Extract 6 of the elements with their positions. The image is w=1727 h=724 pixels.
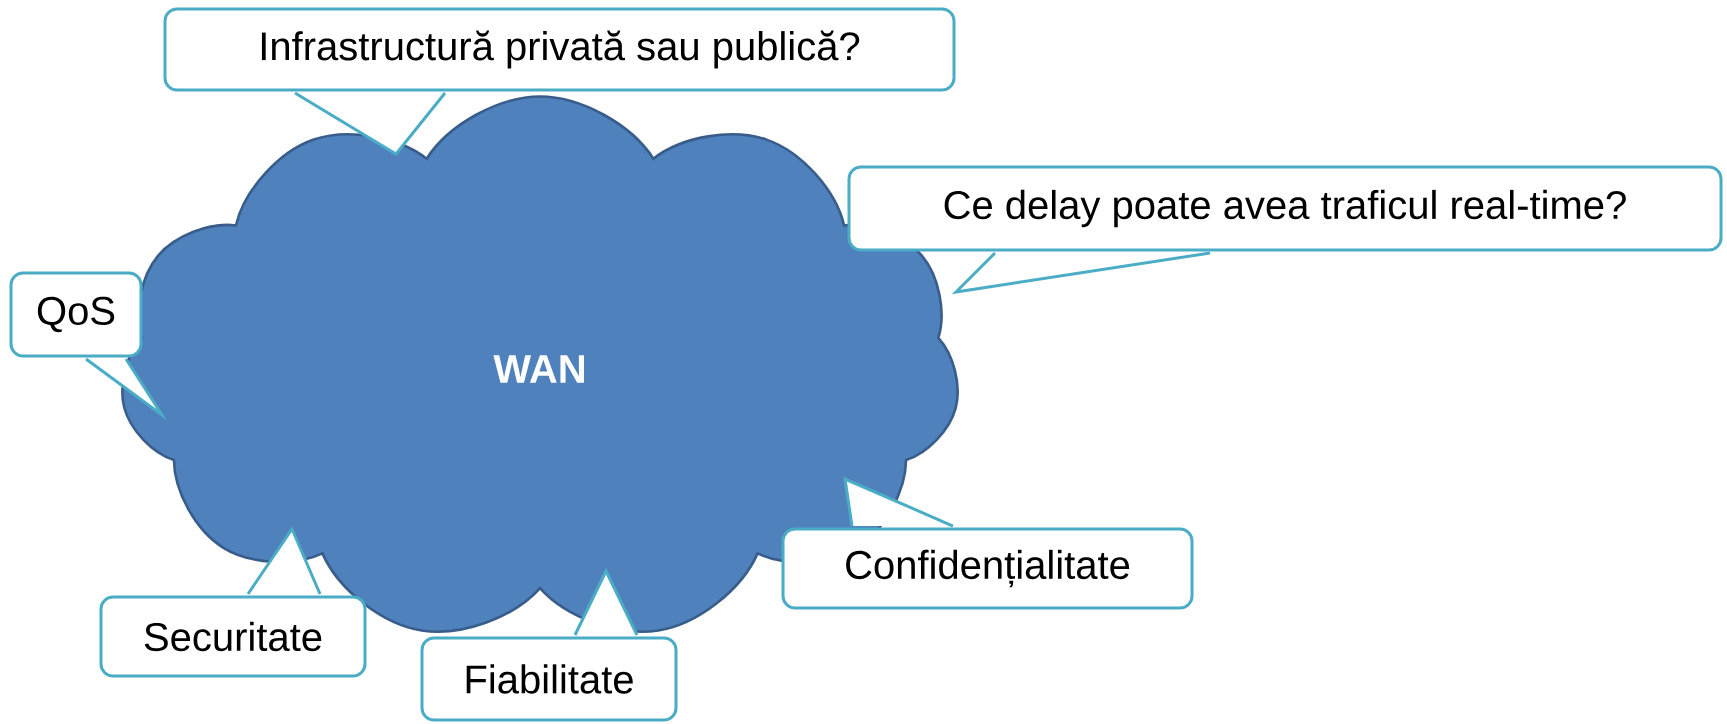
speech-bubble: Ce delay poate avea traficul real-time? <box>847 165 1723 295</box>
speech-bubble: Securitate <box>99 525 367 678</box>
speech-bubble: Infrastructură privată sau publică? <box>163 7 956 156</box>
speech-bubble: Fiabilitate <box>420 567 678 722</box>
speech-bubble: Confidențialitate <box>781 476 1194 610</box>
speech-bubble: QoS <box>9 271 168 422</box>
